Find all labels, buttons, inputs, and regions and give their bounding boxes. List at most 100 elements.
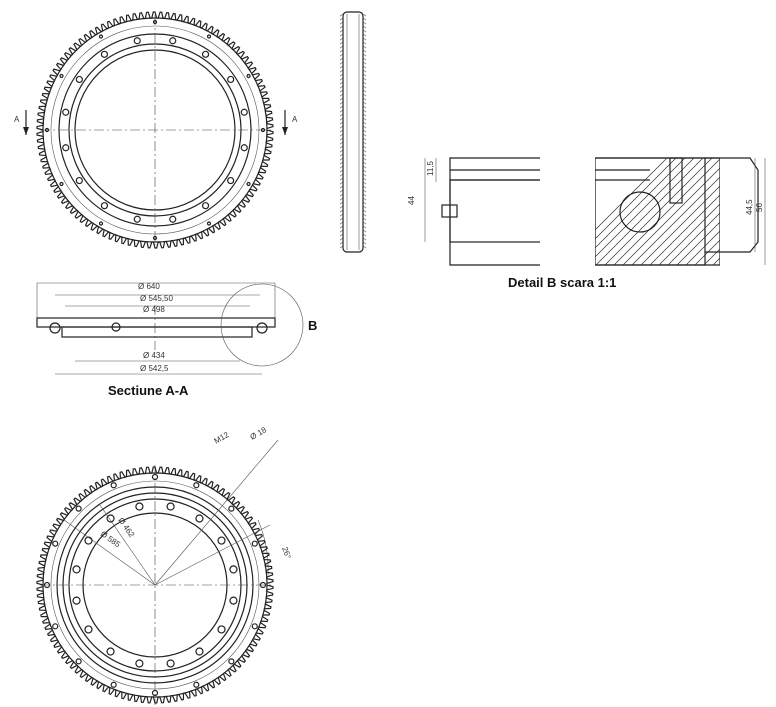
bolt-hole [193,681,200,688]
side-tooth [362,233,367,237]
bolt-hole [152,235,158,241]
bolt-hole [133,215,141,223]
hatch-line [622,157,731,266]
side-tooth [362,45,367,49]
hatch-line [613,157,722,266]
bolt-hole [152,19,158,25]
side-tooth [362,193,367,197]
side-tooth [339,81,344,85]
section-arrow-left: A [14,110,29,135]
side-tooth [339,217,344,221]
side-tooth [362,73,367,77]
bolt-hole [246,181,251,187]
bolt-hole [259,581,267,589]
side-tooth [362,117,367,121]
side-tooth [339,65,344,69]
side-tooth [339,37,344,41]
side-tooth [362,177,367,181]
side-tooth [339,117,344,121]
side-tooth [362,69,367,73]
hatch-mask [720,150,776,270]
side-tooth [339,97,344,101]
side-tooth [339,121,344,125]
side-tooth [362,113,367,117]
bolt-hole [240,144,248,152]
side-tooth [339,153,344,157]
dim-11-5: 11,5 [426,160,435,176]
bolt-hole [62,108,70,116]
bolt-hole [75,176,83,185]
bolt-hole [251,540,258,547]
side-tooth [362,49,367,53]
bolt-hole [201,202,210,210]
side-tooth [339,29,344,33]
bolt-hole [217,625,226,634]
bolt-hole [240,108,248,116]
detail-b-view: 11,5 44 44,5 56 Detail B scara 1:1 [407,150,776,290]
bolt-hole [206,34,212,39]
side-tooth [339,177,344,181]
bolt-hole [151,473,159,481]
side-tooth [339,53,344,57]
side-tooth [339,93,344,97]
side-tooth [362,25,367,29]
side-tooth [362,189,367,193]
side-tooth [339,181,344,185]
side-tooth [339,17,344,21]
bolt-hole [110,681,117,688]
bolt-hole [206,221,212,226]
side-tooth [362,225,367,229]
side-tooth [339,165,344,169]
bolt-hole [98,221,104,226]
side-tooth [339,189,344,193]
side-tooth [339,129,344,133]
bolt-hole [135,502,144,511]
side-tooth [362,61,367,65]
dim-640: Ø 640 [138,282,160,291]
side-tooth [339,25,344,29]
bolt-hole [52,623,59,630]
side-tooth [339,101,344,105]
bolt-hole [110,482,117,489]
side-tooth [339,161,344,165]
dim-56: 56 [755,203,764,212]
side-tooth [362,145,367,149]
side-tooth [362,129,367,133]
side-tooth [362,165,367,169]
side-tooth [339,205,344,209]
side-tooth [362,197,367,201]
bolt-hole [62,144,70,152]
gear-teeth [36,466,274,704]
dim-44-5: 44,5 [745,199,754,215]
side-tooth [339,169,344,173]
bolt-hole [72,565,81,574]
side-tooth [339,89,344,93]
side-tooth [339,105,344,109]
bolt-hole [59,73,64,79]
side-tooth [362,29,367,33]
bolt-hole [106,514,115,523]
dim-498: Ø 498 [143,305,165,314]
side-tooth [339,77,344,81]
side-tooth [362,121,367,125]
side-tooth [339,125,344,129]
bolt-hole [84,625,93,634]
side-tooth [362,41,367,45]
side-tooth [339,157,344,161]
side-tooth [339,209,344,213]
side-tooth [362,53,367,57]
bolt-hole [166,502,175,511]
bolt-hole [133,37,141,45]
side-tooth [362,141,367,145]
side-tooth [339,245,344,249]
side-tooth [339,133,344,137]
bolt-hole [52,540,59,547]
bolt-hole [59,181,64,187]
bolt-hole [75,75,83,84]
detail-b-marker: B [308,318,317,333]
side-tooth [362,161,367,165]
bolt-hole [98,34,104,39]
bolt-hole [43,581,51,589]
hatch-mask [540,150,595,270]
